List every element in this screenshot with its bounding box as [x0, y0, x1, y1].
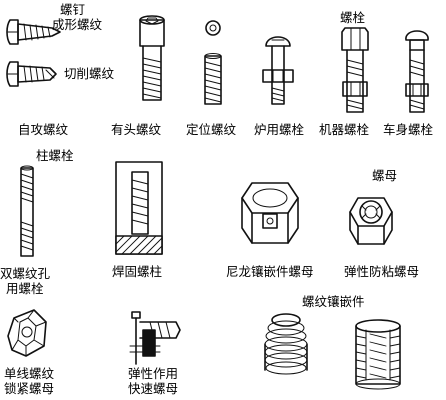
single-thread-lock-nut-icon — [7, 309, 47, 357]
double-end-stud-caption: 双螺纹孔 用螺栓 — [0, 266, 70, 296]
double-end-stud-caption-line2: 用螺栓 — [6, 281, 44, 296]
elastic-stop-nut-caption: 弹性防粘螺母 — [344, 264, 420, 279]
double-end-stud-caption-line1: 双螺纹孔 — [0, 266, 51, 281]
threaded-insert-group-title: 螺纹镶嵌件 — [302, 294, 365, 309]
nylon-insert-nut-icon — [241, 182, 299, 244]
double-end-stud-icon — [20, 165, 34, 257]
set-screw-caption: 定位螺纹 — [186, 122, 237, 137]
threaded-insert-sleeve-icon — [355, 319, 401, 390]
bolt-group-title: 螺栓 — [340, 10, 366, 25]
forming-screw-icon — [6, 19, 61, 45]
spring-speed-nut-caption: 弹性作用 快速螺母 — [128, 366, 198, 396]
headed-thread-caption: 有头螺纹 — [111, 122, 162, 137]
weld-stud-caption: 焊固螺柱 — [112, 264, 163, 279]
nut-group-title: 螺母 — [372, 168, 398, 183]
forming-thread-label: 成形螺纹 — [52, 17, 103, 32]
single-thread-lock-nut-caption-line1: 单线螺纹 — [4, 366, 55, 381]
nylon-insert-nut-caption: 尼龙镶嵌件螺母 — [226, 264, 314, 279]
furnace-bolt-caption: 炉用螺栓 — [254, 122, 305, 137]
self-tapping-thread-caption: 自攻螺纹 — [18, 122, 69, 137]
single-thread-lock-nut-caption-line2: 锁紧螺母 — [4, 381, 55, 396]
threaded-insert-coil-icon — [264, 313, 308, 375]
carriage-bolt-icon — [405, 30, 429, 113]
spring-speed-nut-icon — [129, 311, 181, 365]
elastic-stop-nut-icon — [349, 197, 393, 245]
carriage-bolt-caption: 车身螺栓 — [383, 122, 434, 137]
cutting-screw-icon — [6, 61, 57, 87]
screw-group-title: 螺钉 — [60, 2, 86, 17]
spring-speed-nut-caption-line2: 快速螺母 — [128, 381, 179, 396]
socket-head-screw-icon — [139, 15, 165, 101]
furnace-bolt-icon — [262, 36, 294, 105]
machine-bolt-caption: 机器螺栓 — [319, 122, 370, 137]
spring-speed-nut-caption-line1: 弹性作用 — [128, 366, 179, 381]
set-screw-icon — [204, 20, 222, 105]
machine-bolt-icon — [341, 27, 369, 113]
weld-stud-icon — [115, 161, 163, 255]
stud-group-title: 柱螺栓 — [36, 148, 74, 163]
single-thread-lock-nut-caption: 单线螺纹 锁紧螺母 — [4, 366, 74, 396]
cutting-thread-label: 切削螺纹 — [64, 66, 115, 81]
